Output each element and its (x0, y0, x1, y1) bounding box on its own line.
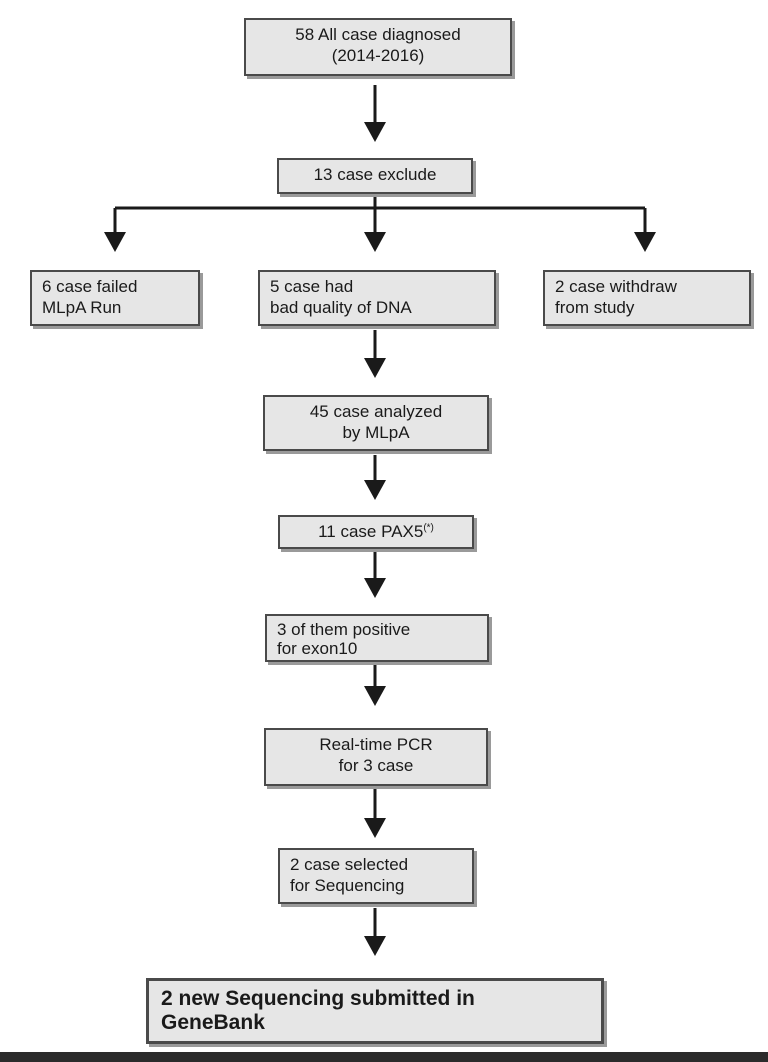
node-real-time-pcr-line-1: Real-time PCR (319, 735, 433, 754)
node-cases-pax5-line-1: 11 case PAX5(*) (290, 521, 462, 542)
node-all-cases-diagnosed-line-2: (2014-2016) (331, 46, 425, 65)
node-positive-exon10-line-2: for exon10 (277, 639, 358, 658)
node-cases-analyzed-mlpa: 45 case analyzed by MLpA (263, 395, 489, 451)
node-selected-for-sequencing-line-1: 2 case selected (290, 855, 409, 874)
arrowhead-to-bad-dna (364, 232, 386, 252)
node-failed-mlpa-run: 6 case failed MLpA Run (30, 270, 200, 326)
node-selected-for-sequencing: 2 case selected for Sequencing (278, 848, 474, 904)
node-selected-for-sequencing-line-2: for Sequencing (290, 876, 405, 895)
arrowhead-positive-to-pcr (364, 686, 386, 706)
arrowhead-analyzed-to-pax5 (364, 480, 386, 500)
node-cases-excluded-line-1: 13 case exclude (313, 165, 437, 184)
arrowhead-selected-to-genebank (364, 936, 386, 956)
node-bad-quality-dna-line-2: bad quality of DNA (270, 298, 412, 317)
arrowhead-to-failed-mlpa (104, 232, 126, 252)
node-cases-analyzed-mlpa-line-2: by MLpA (342, 423, 410, 442)
arrowhead-pcr-to-selected (364, 818, 386, 838)
node-bad-quality-dna-line-1: 5 case had (270, 277, 354, 296)
node-all-cases-diagnosed: 58 All case diagnosed (2014-2016) (244, 18, 512, 76)
arrowhead-to-withdraw (634, 232, 656, 252)
node-genebank-submission-line-2: GeneBank (161, 1011, 265, 1034)
arrowhead-bad-dna-to-analyzed (364, 358, 386, 378)
node-cases-analyzed-mlpa-line-1: 45 case analyzed (309, 402, 443, 421)
node-positive-exon10: 3 of them positive for exon10 (265, 614, 489, 662)
node-withdraw-from-study: 2 case withdraw from study (543, 270, 751, 326)
node-cases-pax5-superscript: (*) (423, 522, 434, 534)
node-cases-pax5-text: 11 case PAX5 (318, 522, 424, 541)
node-failed-mlpa-run-line-2: MLpA Run (42, 298, 122, 317)
node-cases-pax5: 11 case PAX5(*) (278, 515, 474, 549)
node-failed-mlpa-run-line-1: 6 case failed (42, 277, 138, 296)
node-withdraw-from-study-line-2: from study (555, 298, 635, 317)
node-bad-quality-dna: 5 case had bad quality of DNA (258, 270, 496, 326)
node-genebank-submission: 2 new Sequencing submitted in GeneBank (146, 978, 604, 1044)
node-real-time-pcr-line-2: for 3 case (338, 756, 414, 775)
node-all-cases-diagnosed-line-1: 58 All case diagnosed (295, 25, 461, 44)
arrowhead-diagnosed-to-excluded (364, 122, 386, 142)
bottom-edge-bar (0, 1052, 768, 1062)
arrowhead-pax5-to-positive (364, 578, 386, 598)
node-cases-excluded: 13 case exclude (277, 158, 473, 194)
node-positive-exon10-line-1: 3 of them positive (277, 620, 411, 639)
node-withdraw-from-study-line-1: 2 case withdraw (555, 277, 677, 296)
node-genebank-submission-line-1: 2 new Sequencing submitted in (161, 987, 475, 1010)
node-real-time-pcr: Real-time PCR for 3 case (264, 728, 488, 786)
